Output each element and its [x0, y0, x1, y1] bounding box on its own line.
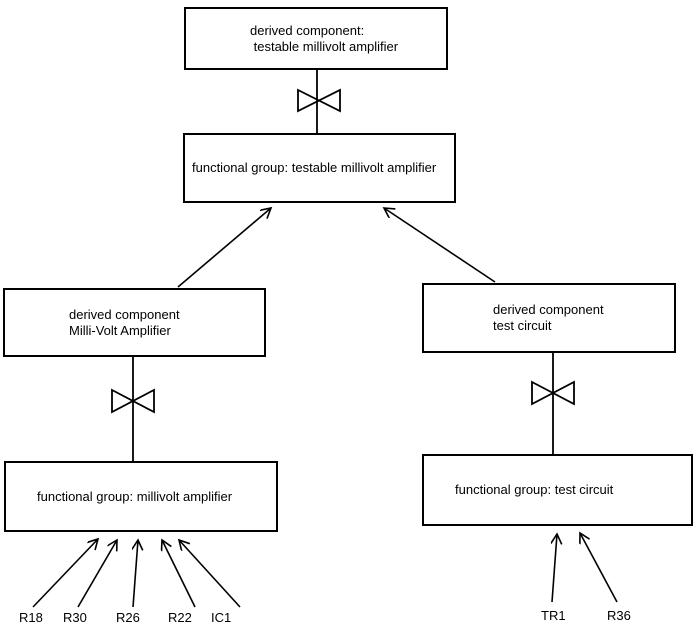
node-label-line: derived component — [493, 302, 604, 317]
node-derived-component-milli-volt-amplifier: derived component Milli-Volt Amplifier — [3, 288, 266, 357]
edge-leftderived-leftfunctional — [111, 357, 155, 461]
component-label-tr1: TR1 — [541, 608, 566, 623]
node-functional-group-testable-millivolt-amplifier: functional group: testable millivolt amp… — [183, 133, 456, 203]
edge-r18-leftfunctional — [32, 539, 98, 608]
edge-rightderived-rightfunctional — [531, 353, 575, 454]
edge-leftderived-topfunctional — [177, 208, 271, 288]
node-label-line: Milli-Volt Amplifier — [69, 322, 171, 338]
bowtie-icon — [111, 388, 155, 414]
component-label-r18: R18 — [19, 610, 43, 625]
node-functional-group-millivolt-amplifier: functional group: millivolt amplifier — [4, 461, 278, 532]
edge-r30-leftfunctional — [77, 540, 117, 608]
component-label-r22: R22 — [168, 610, 192, 625]
bowtie-icon — [297, 88, 341, 113]
node-functional-group-test-circuit: functional group: test circuit — [422, 454, 693, 526]
node-label-line: functional group: testable millivolt amp… — [192, 160, 437, 175]
component-label-r36: R36 — [607, 608, 631, 623]
node-label-line: testable millivolt amplifier — [250, 38, 399, 54]
bowtie-icon — [531, 380, 575, 406]
node-derived-component-test-circuit: derived component test circuit — [422, 283, 676, 353]
node-label-line: derived component: — [250, 22, 365, 38]
edge-ic1-leftfunctional — [179, 540, 241, 608]
node-label-line: functional group: millivolt amplifier — [37, 488, 233, 504]
component-label-ic1: IC1 — [211, 610, 232, 625]
edge-topderived-topfunctional — [297, 70, 341, 133]
node-derived-component-testable-millivolt-amplifier: derived component: testable millivolt am… — [184, 7, 448, 70]
node-label-line: derived component — [69, 306, 180, 322]
edge-r22-leftfunctional — [162, 540, 196, 608]
edge-r26-leftfunctional — [133, 540, 138, 608]
component-label-r26: R26 — [116, 610, 140, 625]
edge-tr1-rightfunctional — [552, 534, 557, 603]
node-label-line: test circuit — [493, 318, 552, 333]
component-label-r30: R30 — [63, 610, 87, 625]
edge-r36-rightfunctional — [580, 533, 618, 603]
edge-rightderived-topfunctional — [384, 208, 496, 283]
node-label-line: functional group: test circuit — [455, 482, 614, 497]
